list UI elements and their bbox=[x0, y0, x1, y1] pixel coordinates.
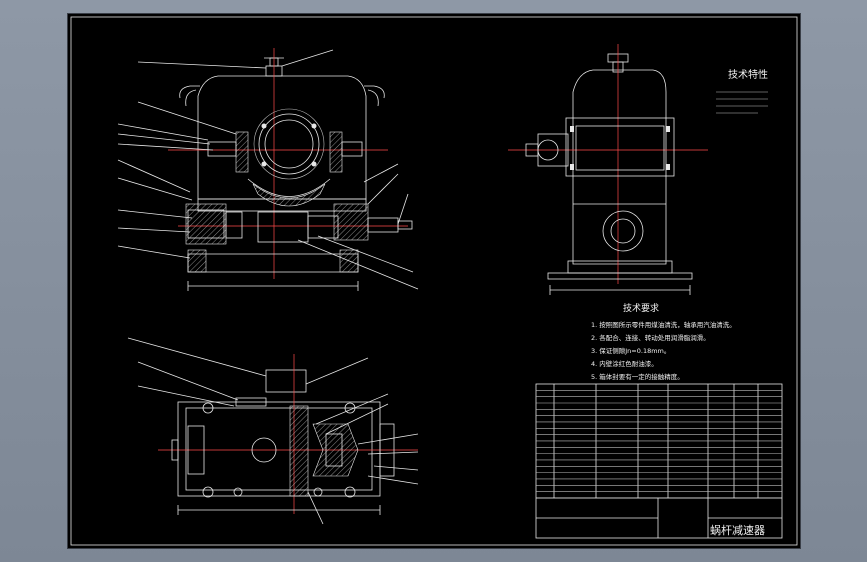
requirement-item-1: 1. 按照图所示零件用煤油清洗，轴承用汽油清洗。 bbox=[591, 320, 736, 329]
requirement-item-4: 4. 内壁涂红色耐油漆。 bbox=[591, 359, 658, 368]
sheet-border bbox=[70, 16, 798, 546]
side-view bbox=[508, 44, 708, 295]
drawing-canvas: 技术特性 技术要求 1. 按照图所示零件用煤油清洗，轴承用汽油清洗。 2. 各配… bbox=[70, 16, 798, 546]
requirement-item-3: 3. 保证侧隙Jn=0.18mm。 bbox=[591, 346, 670, 355]
tech-requirements-block: 技术要求 1. 按照图所示零件用煤油清洗，轴承用汽油清洗。 2. 各配合、连接、… bbox=[591, 302, 736, 381]
top-view bbox=[127, 337, 419, 525]
tech-requirements-title: 技术要求 bbox=[623, 302, 659, 314]
requirement-item-5: 5. 箱体封要有一定的接触精度。 bbox=[591, 372, 684, 381]
requirement-item-2: 2. 各配合、连接、转动处用润滑脂润滑。 bbox=[591, 333, 710, 342]
title-block: 蜗杆减速器 bbox=[536, 497, 782, 538]
drawing-sheet: 技术特性 技术要求 1. 按照图所示零件用煤油清洗，轴承用汽油清洗。 2. 各配… bbox=[68, 14, 800, 548]
tech-spec-block: 技术特性 bbox=[716, 68, 768, 114]
drawing-title: 蜗杆减速器 bbox=[710, 523, 765, 537]
front-section-view bbox=[117, 48, 419, 291]
parts-list-table bbox=[535, 383, 783, 539]
tech-spec-title: 技术特性 bbox=[728, 68, 768, 81]
